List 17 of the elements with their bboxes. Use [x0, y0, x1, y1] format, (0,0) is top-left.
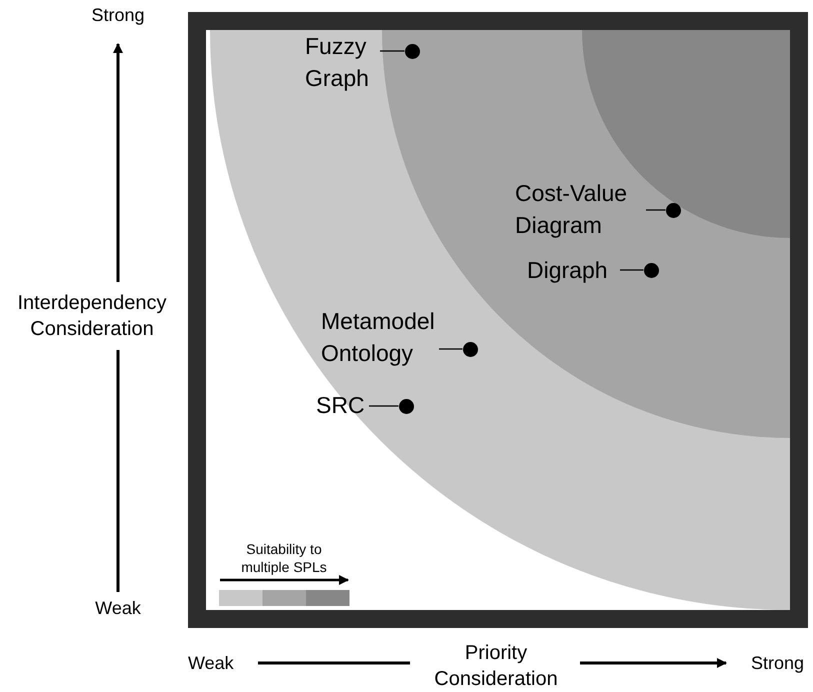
axis-end-label: Weak	[188, 652, 234, 675]
axis-title: Interdependency Consideration	[16, 291, 168, 342]
method-label: Cost-Value Diagram	[515, 177, 643, 241]
leader-line	[380, 50, 404, 52]
axis-end-label: Weak	[95, 597, 141, 620]
axis-title: Priority Consideration	[433, 641, 559, 692]
legend-text: Suitability to multiple SPLs	[240, 540, 328, 576]
method-label: Metamodel Ontology	[321, 305, 436, 369]
axis-end-label: Strong	[750, 652, 804, 675]
method-label: SRC	[316, 389, 366, 421]
method-label: Digraph	[527, 254, 617, 286]
axis-end-label: Strong	[91, 4, 145, 27]
leader-line	[620, 269, 644, 271]
leader-line	[369, 405, 398, 407]
method-label: Fuzzy Graph	[305, 30, 377, 94]
leader-line	[646, 209, 666, 211]
leader-line	[439, 348, 462, 350]
